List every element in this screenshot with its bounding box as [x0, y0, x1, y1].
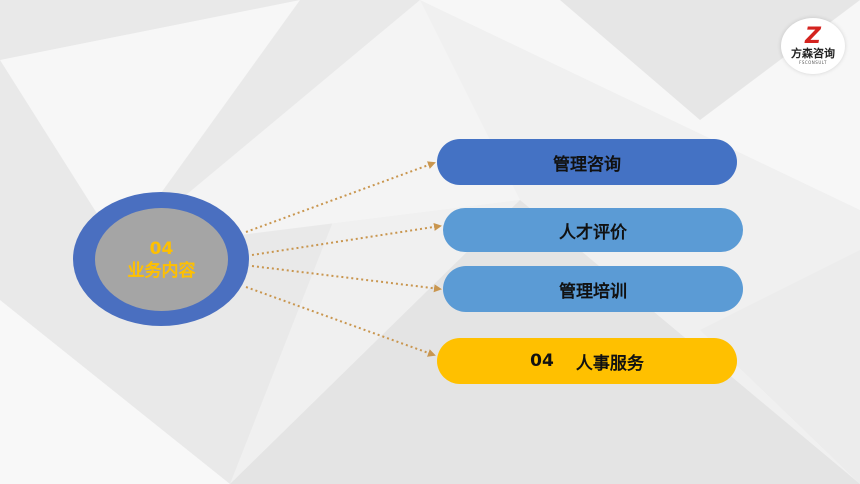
hub-label: 业务内容 [127, 260, 196, 281]
item-management-consulting: 管理咨询 [437, 139, 737, 185]
item-hr-services: 04 人事服务 [437, 338, 737, 384]
item-talent-assessment: 人才评价 [443, 208, 743, 252]
item-number: 04 [530, 351, 554, 371]
logo-name: 方森咨询 [791, 47, 835, 60]
hub-number: 04 [149, 238, 174, 259]
logo-subtext: FSCONSULT [799, 60, 827, 65]
item-label: 人才评价 [559, 222, 627, 243]
item-label: 人事服务 [575, 353, 644, 374]
item-label: 管理咨询 [553, 154, 621, 175]
logo-mark: Z [805, 24, 821, 49]
company-logo: Z 方森咨询 FSCONSULT [781, 18, 845, 74]
item-management-training: 管理培训 [443, 266, 743, 312]
item-label: 管理培训 [559, 281, 627, 302]
hub-inner-circle: 04 业务内容 [95, 208, 228, 311]
